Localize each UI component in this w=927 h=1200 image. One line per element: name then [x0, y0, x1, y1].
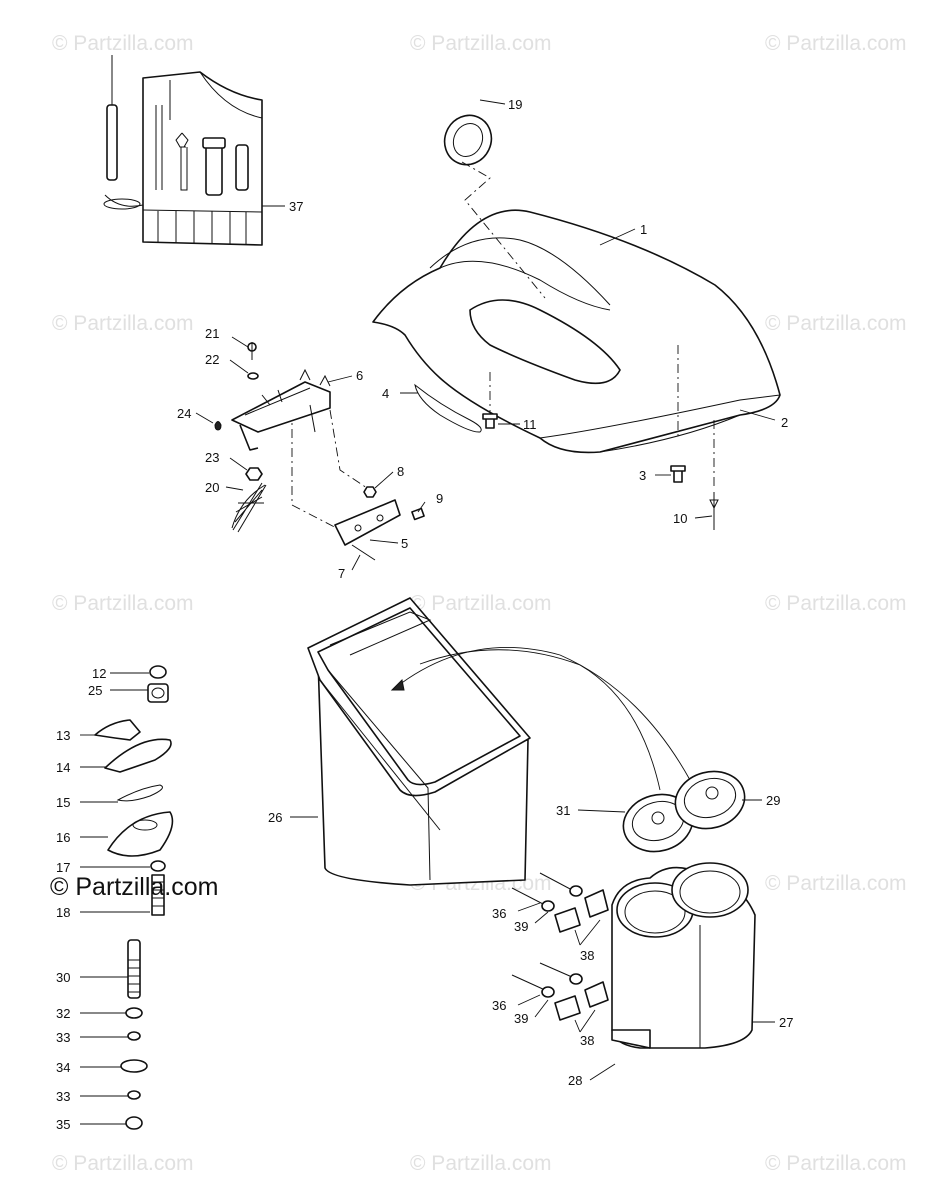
label-36: 36	[492, 998, 506, 1013]
label-15: 15	[56, 795, 70, 810]
watermark: © Partzilla.com	[410, 32, 552, 55]
latch-assembly	[214, 342, 425, 561]
label-7: 7	[338, 566, 345, 581]
label-34: 34	[56, 1060, 70, 1075]
tool-kit-pouch	[103, 55, 263, 246]
assembly-lines	[291, 161, 715, 536]
label-32: 32	[56, 1006, 70, 1021]
arrow-line	[419, 649, 661, 791]
label-8: 8	[397, 464, 404, 479]
label-29: 29	[766, 793, 780, 808]
watermark: © Partzilla.com	[52, 312, 194, 335]
label-31: 31	[556, 803, 570, 818]
label-33: 33	[56, 1089, 70, 1104]
label-17: 17	[56, 860, 70, 875]
label-16: 16	[56, 830, 70, 845]
label-4: 4	[382, 386, 389, 401]
cup-holder-fasteners	[511, 872, 609, 1021]
leader-lines	[80, 99, 776, 1125]
part-labels: 1 2 3 4 5 6 7 8 9 10 11 12 13 14 15 16 1…	[56, 97, 793, 1132]
label-21: 21	[205, 326, 219, 341]
arrow-line	[394, 647, 691, 781]
label-26: 26	[268, 810, 282, 825]
hood-screws	[482, 413, 719, 530]
label-6: 6	[356, 368, 363, 383]
label-39: 39	[514, 1011, 528, 1026]
label-22: 22	[205, 352, 219, 367]
label-9: 9	[436, 491, 443, 506]
arrow-head	[390, 678, 405, 691]
label-23: 23	[205, 450, 219, 465]
label-19: 19	[508, 97, 522, 112]
label-35: 35	[56, 1117, 70, 1132]
watermark: © Partzilla.com	[410, 1152, 552, 1175]
label-38: 38	[580, 948, 594, 963]
label-25: 25	[88, 683, 102, 698]
watermark-prominent: © Partzilla.com	[50, 873, 218, 901]
label-30: 30	[56, 970, 70, 985]
watermark-layer: © Partzilla.com © Partzilla.com © Partzi…	[52, 32, 907, 1175]
label-12: 12	[92, 666, 106, 681]
watermark: © Partzilla.com	[765, 1152, 907, 1175]
label-18: 18	[56, 905, 70, 920]
storage-bin	[307, 597, 531, 886]
label-14: 14	[56, 760, 70, 775]
label-39: 39	[514, 919, 528, 934]
hood-assembly	[372, 209, 781, 454]
cup-holder	[611, 862, 756, 1049]
label-28: 28	[568, 1073, 582, 1088]
label-13: 13	[56, 728, 70, 743]
label-24: 24	[177, 406, 191, 421]
watermark: © Partzilla.com	[765, 872, 907, 895]
label-38: 38	[580, 1033, 594, 1048]
watermark: © Partzilla.com	[52, 592, 194, 615]
label-3: 3	[639, 468, 646, 483]
watermark: © Partzilla.com	[410, 592, 552, 615]
label-1: 1	[640, 222, 647, 237]
label-11: 11	[523, 417, 537, 432]
watermark: © Partzilla.com	[765, 32, 907, 55]
hood-seal	[414, 383, 482, 433]
watermark: © Partzilla.com	[765, 592, 907, 615]
label-5: 5	[401, 536, 408, 551]
cup-holder-lids	[622, 770, 746, 853]
label-2: 2	[781, 415, 788, 430]
label-37: 37	[289, 199, 303, 214]
fill-cap-ring	[443, 114, 493, 166]
label-33: 33	[56, 1030, 70, 1045]
label-10: 10	[673, 511, 687, 526]
label-36: 36	[492, 906, 506, 921]
label-20: 20	[205, 480, 219, 495]
watermark: © Partzilla.com	[52, 1152, 194, 1175]
watermark: © Partzilla.com	[765, 312, 907, 335]
latch-hardware-stack	[94, 665, 174, 1130]
label-27: 27	[779, 1015, 793, 1030]
watermark: © Partzilla.com	[52, 32, 194, 55]
